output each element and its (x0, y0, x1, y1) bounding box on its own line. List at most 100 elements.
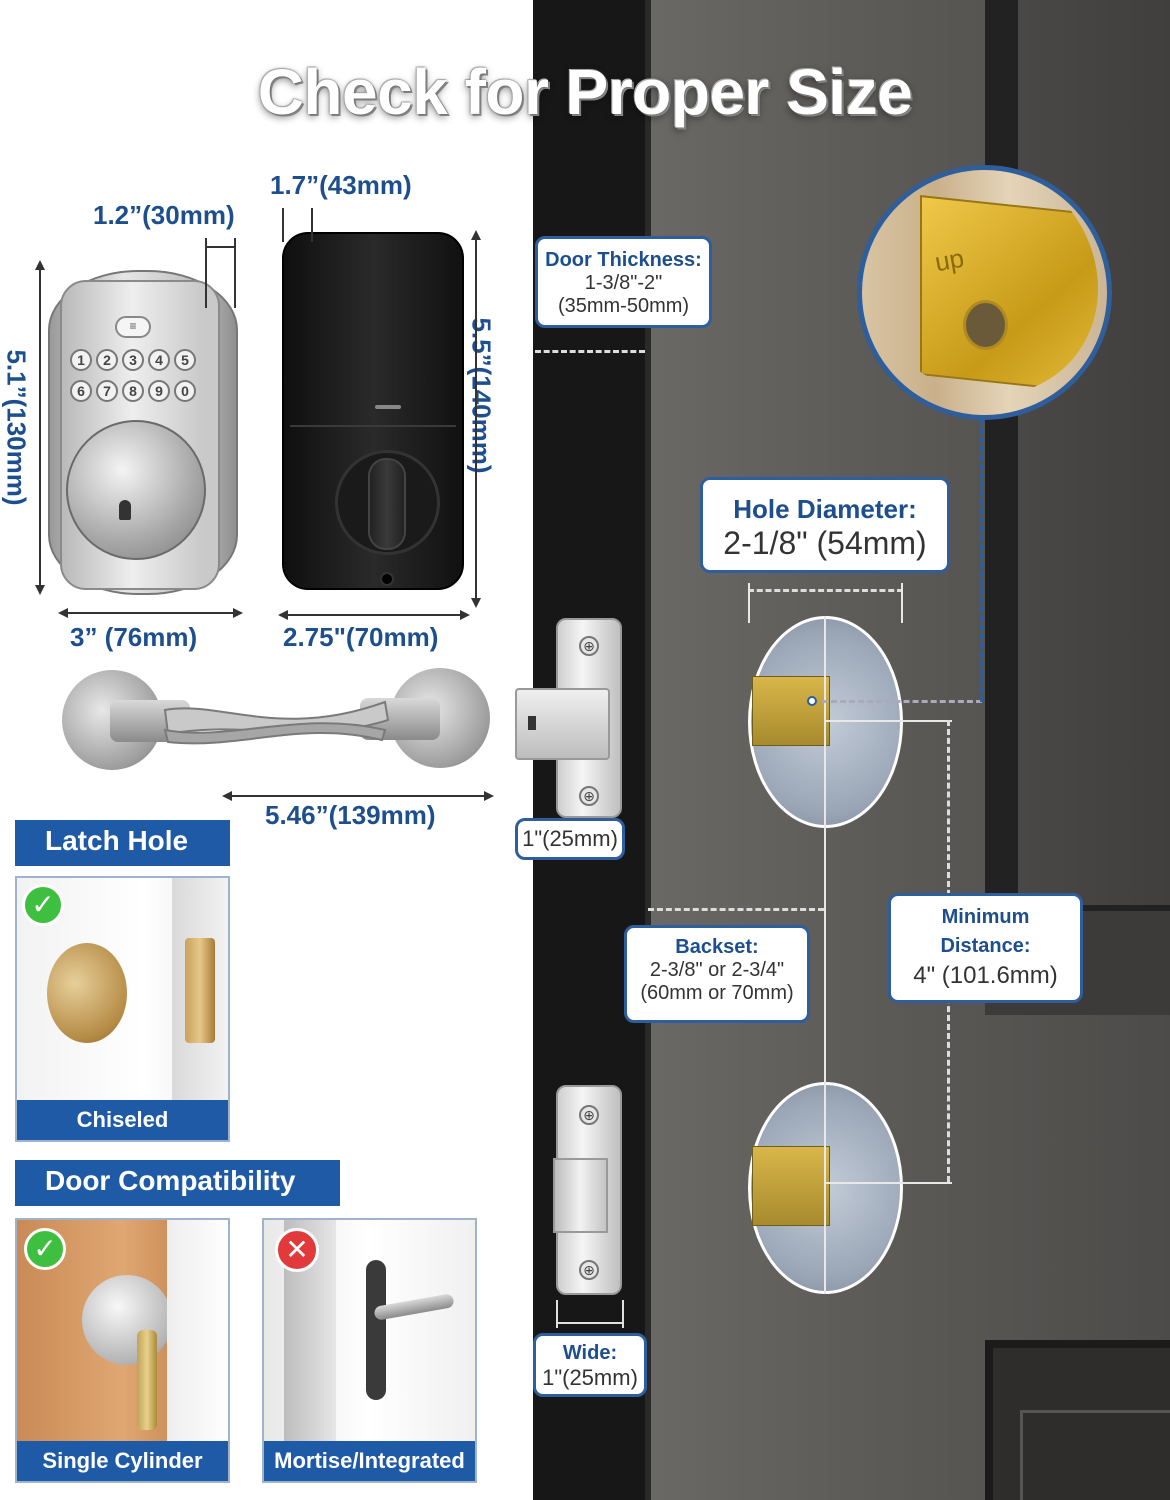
backset-callout: Backset: 2-3/8" or 2-3/4" (60mm or 70mm) (624, 925, 810, 1023)
dim-line (205, 238, 207, 308)
thumbturn (368, 458, 406, 550)
keypad-key: 7 (96, 380, 118, 402)
latch-hole-inner-lower (752, 1146, 830, 1226)
dashed-guide (822, 700, 982, 703)
door-panel-low (985, 1340, 1170, 1500)
arrow-left-icon (58, 608, 68, 618)
check-icon: ✓ (24, 1228, 66, 1270)
arrow-down-icon (471, 598, 481, 608)
keypad-key: 8 (122, 380, 144, 402)
keypad-width-label: 3” (76mm) (70, 622, 198, 652)
door-stile (985, 0, 1018, 905)
keypad-menu-icon: ≡ (115, 316, 151, 338)
cross-icon: ✕ (275, 1228, 319, 1272)
door-frame-photo (167, 1220, 228, 1445)
keypad-key: 1 (70, 349, 92, 371)
keypad-key: 2 (96, 349, 118, 371)
cylinder-knob-photo (82, 1275, 172, 1365)
arrow-up-icon (471, 230, 481, 240)
page-title: Check for Proper Size (257, 56, 913, 128)
guide-line (824, 720, 952, 722)
interior-seam (290, 425, 456, 427)
keypad-depth-label: 1.2”(30mm) (93, 200, 235, 230)
dim-line (62, 612, 237, 614)
reset-hole (380, 572, 394, 586)
led-indicator (375, 405, 401, 409)
dashed-guide (980, 410, 983, 702)
arrow-left-icon (278, 610, 288, 620)
key-photo (137, 1330, 157, 1430)
wide-callout: Wide: 1"(25mm) (533, 1333, 647, 1397)
arrow-down-icon (35, 585, 45, 595)
backset-head: Backset: (675, 936, 759, 958)
dim-line (226, 795, 488, 797)
hole-diameter-head: Hole Diameter: (733, 494, 917, 524)
check-icon: ✓ (22, 884, 64, 926)
dim-line (282, 208, 284, 242)
backset-metric: (60mm or 70mm) (640, 982, 794, 1004)
keypad-key: 6 (70, 380, 92, 402)
screw-icon: ⊕ (579, 636, 599, 656)
dim-line (282, 614, 464, 616)
door-stile-right (1018, 0, 1170, 905)
lever-length-label: 5.46”(139mm) (265, 800, 436, 830)
chiseled-recess (185, 938, 215, 1043)
center-line (824, 616, 826, 1294)
latch-slot (528, 716, 536, 730)
interior-depth-label: 1.7”(43mm) (270, 170, 412, 200)
dim-line (622, 1300, 624, 1328)
zoom-up-text: up (932, 242, 967, 278)
keypad-key: 5 (174, 349, 196, 371)
minimum-distance-head1: Minimum (941, 906, 1030, 928)
latch-hole-tab-label: Latch Hole (45, 825, 189, 856)
center-dot (807, 696, 817, 706)
dim-line (234, 238, 236, 308)
keypad-key: 4 (148, 349, 170, 371)
minimum-distance-callout: Minimum Distance: 4" (101.6mm) (888, 893, 1083, 1003)
keyhole-icon (119, 500, 131, 520)
door-thickness-head: Door Thickness: (545, 249, 702, 271)
dim-line (556, 1322, 622, 1324)
door-panel-low-inner (1020, 1410, 1170, 1500)
mortise-escutcheon-photo (366, 1260, 386, 1400)
minimum-distance-value: 4" (101.6mm) (913, 962, 1058, 989)
screw-icon: ⊕ (579, 1260, 599, 1280)
latch-face-callout: 1"(25mm) (515, 818, 625, 860)
lever-handle (163, 700, 390, 745)
hole-diameter-value: 2-1/8" (54mm) (723, 525, 927, 561)
mortise-label: Mortise/Integrated (264, 1441, 475, 1481)
dashed-guide (648, 908, 824, 911)
wide-value: 1"(25mm) (542, 1365, 638, 1390)
screw-icon: ⊕ (579, 786, 599, 806)
wide-head: Wide: (562, 1342, 618, 1364)
keypad-key: 3 (122, 349, 144, 371)
keypad-key: 0 (174, 380, 196, 402)
arrow-up-icon (35, 260, 45, 270)
arrow-right-icon (233, 608, 243, 618)
mortise-photo: Mortise/Integrated (262, 1218, 477, 1483)
dim-line (475, 234, 477, 604)
arrow-right-icon (460, 610, 470, 620)
interior-width-label: 2.75"(70mm) (283, 622, 439, 652)
keypad-height-label: 5.1”(130mm) (1, 349, 32, 506)
dim-line (556, 1300, 558, 1328)
door-compat-tab-label: Door Compatibility (45, 1165, 296, 1196)
minimum-distance-head2: Distance: (940, 935, 1031, 957)
backset-value: 2-3/8" or 2-3/4" (649, 959, 785, 981)
interior-height-label: 5.5”(140mm) (466, 317, 497, 474)
dim-line (311, 208, 313, 242)
latch-hole-inner (752, 676, 830, 746)
guide-line (901, 583, 903, 623)
single-cylinder-label: Single Cylinder (17, 1441, 228, 1481)
door-edge-line (645, 0, 651, 1500)
latch-bolt-lower (553, 1158, 608, 1233)
latch-hole-tab: Latch Hole (15, 820, 230, 866)
dim-line (39, 265, 41, 590)
keypad-knob (66, 420, 206, 560)
arrow-left-icon (222, 791, 232, 801)
dashed-guide (748, 589, 903, 592)
door-thickness-metric: (35mm-50mm) (557, 295, 690, 317)
bore-hole-photo (47, 943, 127, 1043)
door-thickness-value: 1-3/8"-2" (584, 272, 663, 294)
guide-line (748, 583, 750, 623)
